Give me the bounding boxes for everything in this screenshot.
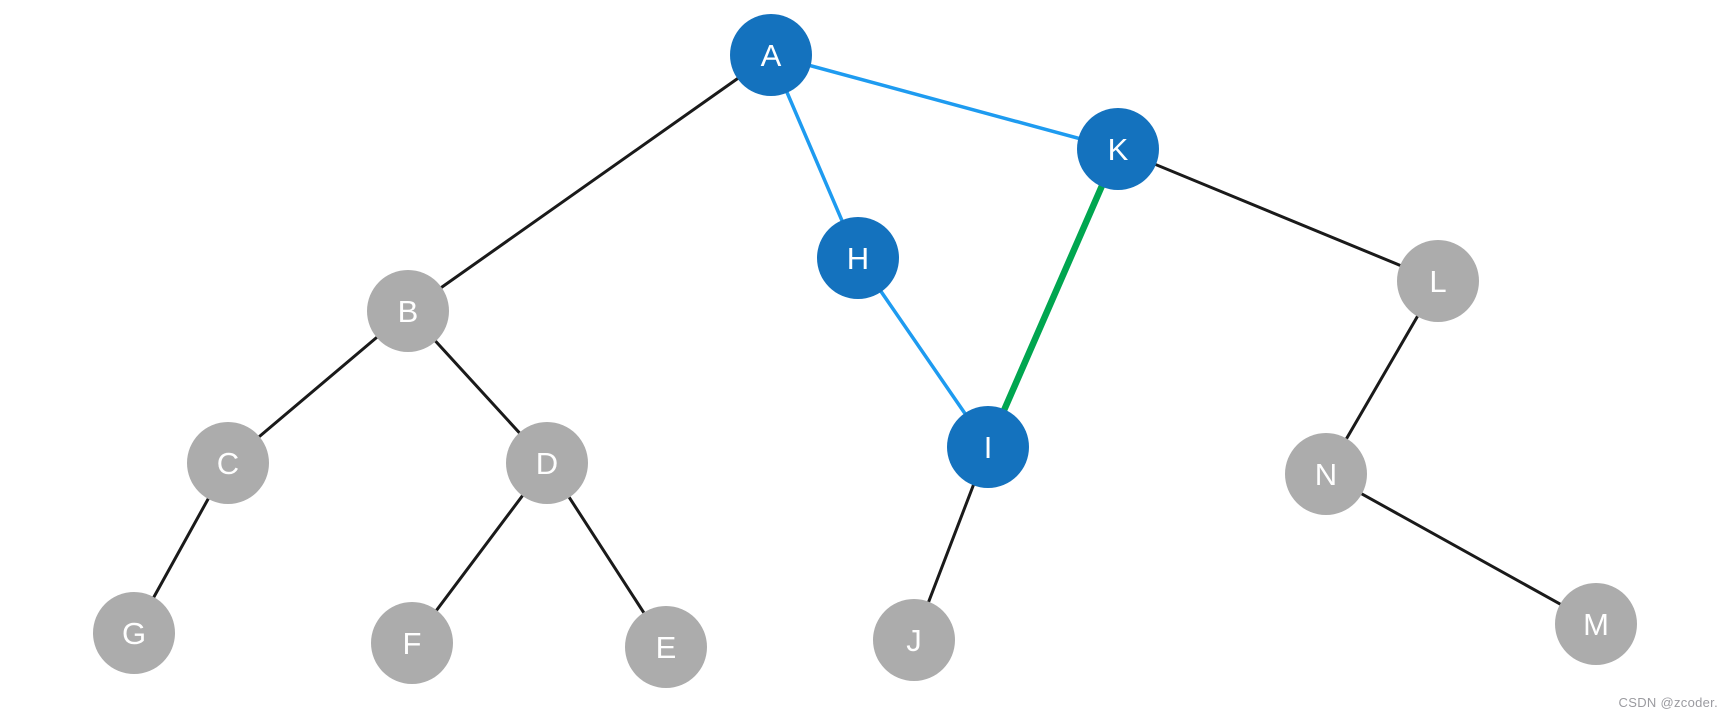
node-D: D <box>506 422 588 504</box>
edge-A-B <box>406 53 773 313</box>
node-N-circle <box>1285 433 1367 515</box>
node-A: A <box>730 14 812 96</box>
node-I-circle <box>947 406 1029 488</box>
node-L-circle <box>1397 240 1479 322</box>
node-N: N <box>1285 433 1367 515</box>
node-B-circle <box>367 270 449 352</box>
node-K: K <box>1077 108 1159 190</box>
node-M: M <box>1555 583 1637 665</box>
node-F-circle <box>371 602 453 684</box>
node-J: J <box>873 599 955 681</box>
edge-K-L <box>1116 147 1440 283</box>
node-I: I <box>947 406 1029 488</box>
edge-K-I <box>984 145 1122 451</box>
node-C-circle <box>187 422 269 504</box>
node-G: G <box>93 592 175 674</box>
node-C: C <box>187 422 269 504</box>
node-J-circle <box>873 599 955 681</box>
node-D-circle <box>506 422 588 504</box>
node-H-circle <box>817 217 899 299</box>
node-G-circle <box>93 592 175 674</box>
node-A-circle <box>730 14 812 96</box>
node-E-circle <box>625 606 707 688</box>
node-H: H <box>817 217 899 299</box>
node-L: L <box>1397 240 1479 322</box>
watermark: CSDN @zcoder. <box>1618 695 1718 710</box>
edge-A-K <box>769 53 1120 151</box>
node-E: E <box>625 606 707 688</box>
node-M-circle <box>1555 583 1637 665</box>
node-B: B <box>367 270 449 352</box>
node-K-circle <box>1077 108 1159 190</box>
node-F: F <box>371 602 453 684</box>
edge-N-M <box>1324 472 1598 626</box>
